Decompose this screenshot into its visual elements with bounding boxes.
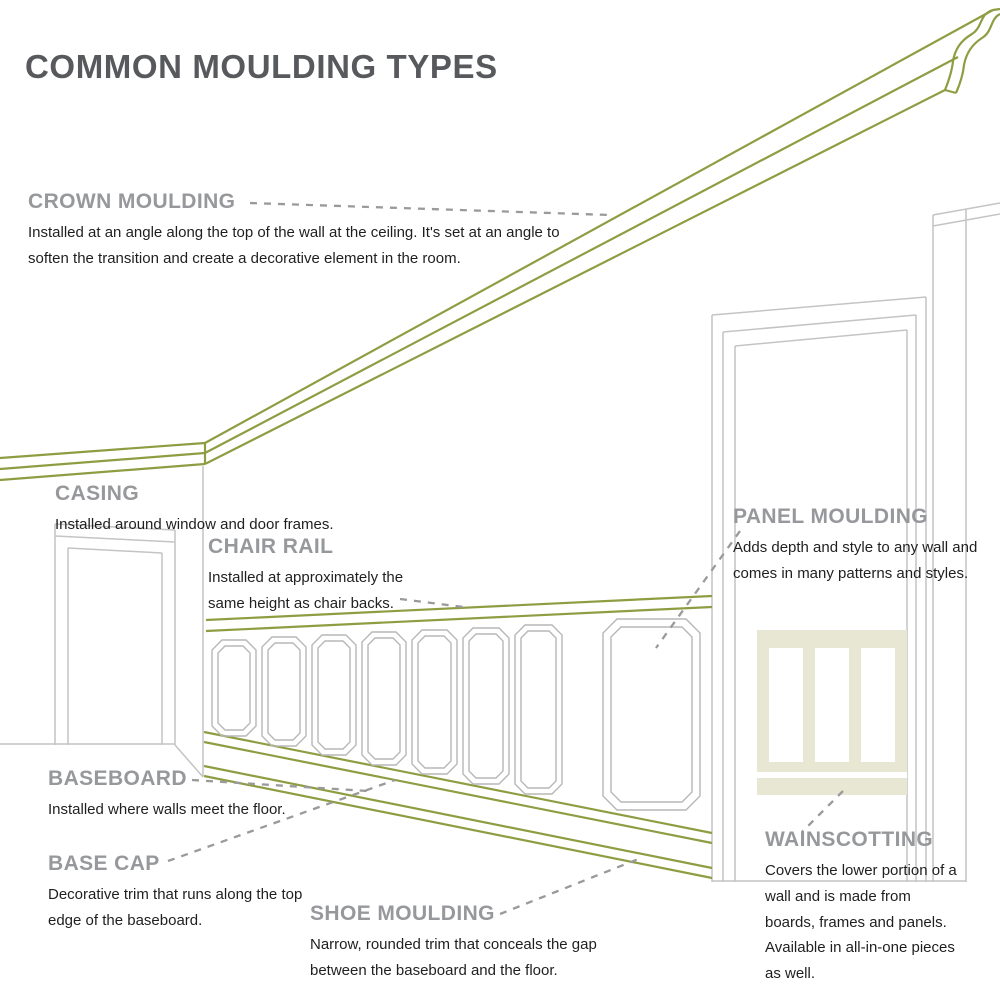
baseboard-description: Installed where walls meet the floor. [48, 801, 286, 818]
label-shoe-moulding: SHOE MOULDING Narrow, rounded trim that … [310, 902, 622, 984]
wainscot-leader-line [801, 790, 844, 833]
casing-description: Installed around window and door frames. [55, 516, 334, 533]
left-casing-drawing [54, 523, 176, 745]
wall-panels-drawing [211, 618, 701, 811]
label-crown-moulding: CROWN MOULDING Installed at an angle alo… [28, 190, 578, 272]
label-casing: CASING Installed around window and door … [55, 482, 395, 538]
chair-rail-drawing [205, 594, 713, 633]
baseboard-drawing [203, 730, 713, 880]
chair-rail-heading: CHAIR RAIL [208, 535, 334, 558]
casing-heading: CASING [55, 482, 140, 505]
shoe-moulding-description: Narrow, rounded trim that conceals the g… [310, 936, 597, 979]
crown-leader-line [249, 201, 611, 217]
panel-leader-line [655, 530, 741, 649]
baseboard-leader-line [191, 778, 369, 793]
chair-rail-description: Installed at approximately the same heig… [208, 569, 404, 612]
panel-moulding-heading: PANEL MOULDING [733, 505, 928, 528]
wainscotting-description: Covers the lower portion of a wall and i… [765, 862, 957, 983]
label-wainscotting: WAINSCOTTING Covers the lower portion of… [765, 828, 965, 987]
label-chair-rail: CHAIR RAIL Installed at approximately th… [208, 535, 430, 617]
base-cap-heading: BASE CAP [48, 852, 160, 875]
base-cap-leader-line [167, 778, 396, 863]
wainscotting-heading: WAINSCOTTING [765, 828, 934, 851]
base-cap-description: Decorative trim that runs along the top … [48, 886, 303, 929]
crown-moulding-heading: CROWN MOULDING [28, 190, 236, 213]
wall-lines [0, 202, 1000, 882]
chair-rail-leader-line [399, 597, 464, 609]
panel-moulding-description: Adds depth and style to any wall and com… [733, 539, 978, 582]
label-panel-moulding: PANEL MOULDING Adds depth and style to a… [733, 505, 1000, 587]
leader-lines [167, 201, 844, 916]
baseboard-heading: BASEBOARD [48, 767, 187, 790]
page-title: COMMON MOULDING TYPES [25, 48, 498, 85]
label-base-cap: BASE CAP Decorative trim that runs along… [48, 852, 306, 934]
crown-moulding-drawing [0, 7, 1000, 482]
wainscot-drawing [757, 630, 907, 795]
crown-moulding-description: Installed at an angle along the top of t… [28, 224, 560, 267]
shoe-leader-line [499, 856, 642, 916]
shoe-moulding-heading: SHOE MOULDING [310, 902, 495, 925]
label-baseboard: BASEBOARD Installed where walls meet the… [48, 767, 348, 823]
